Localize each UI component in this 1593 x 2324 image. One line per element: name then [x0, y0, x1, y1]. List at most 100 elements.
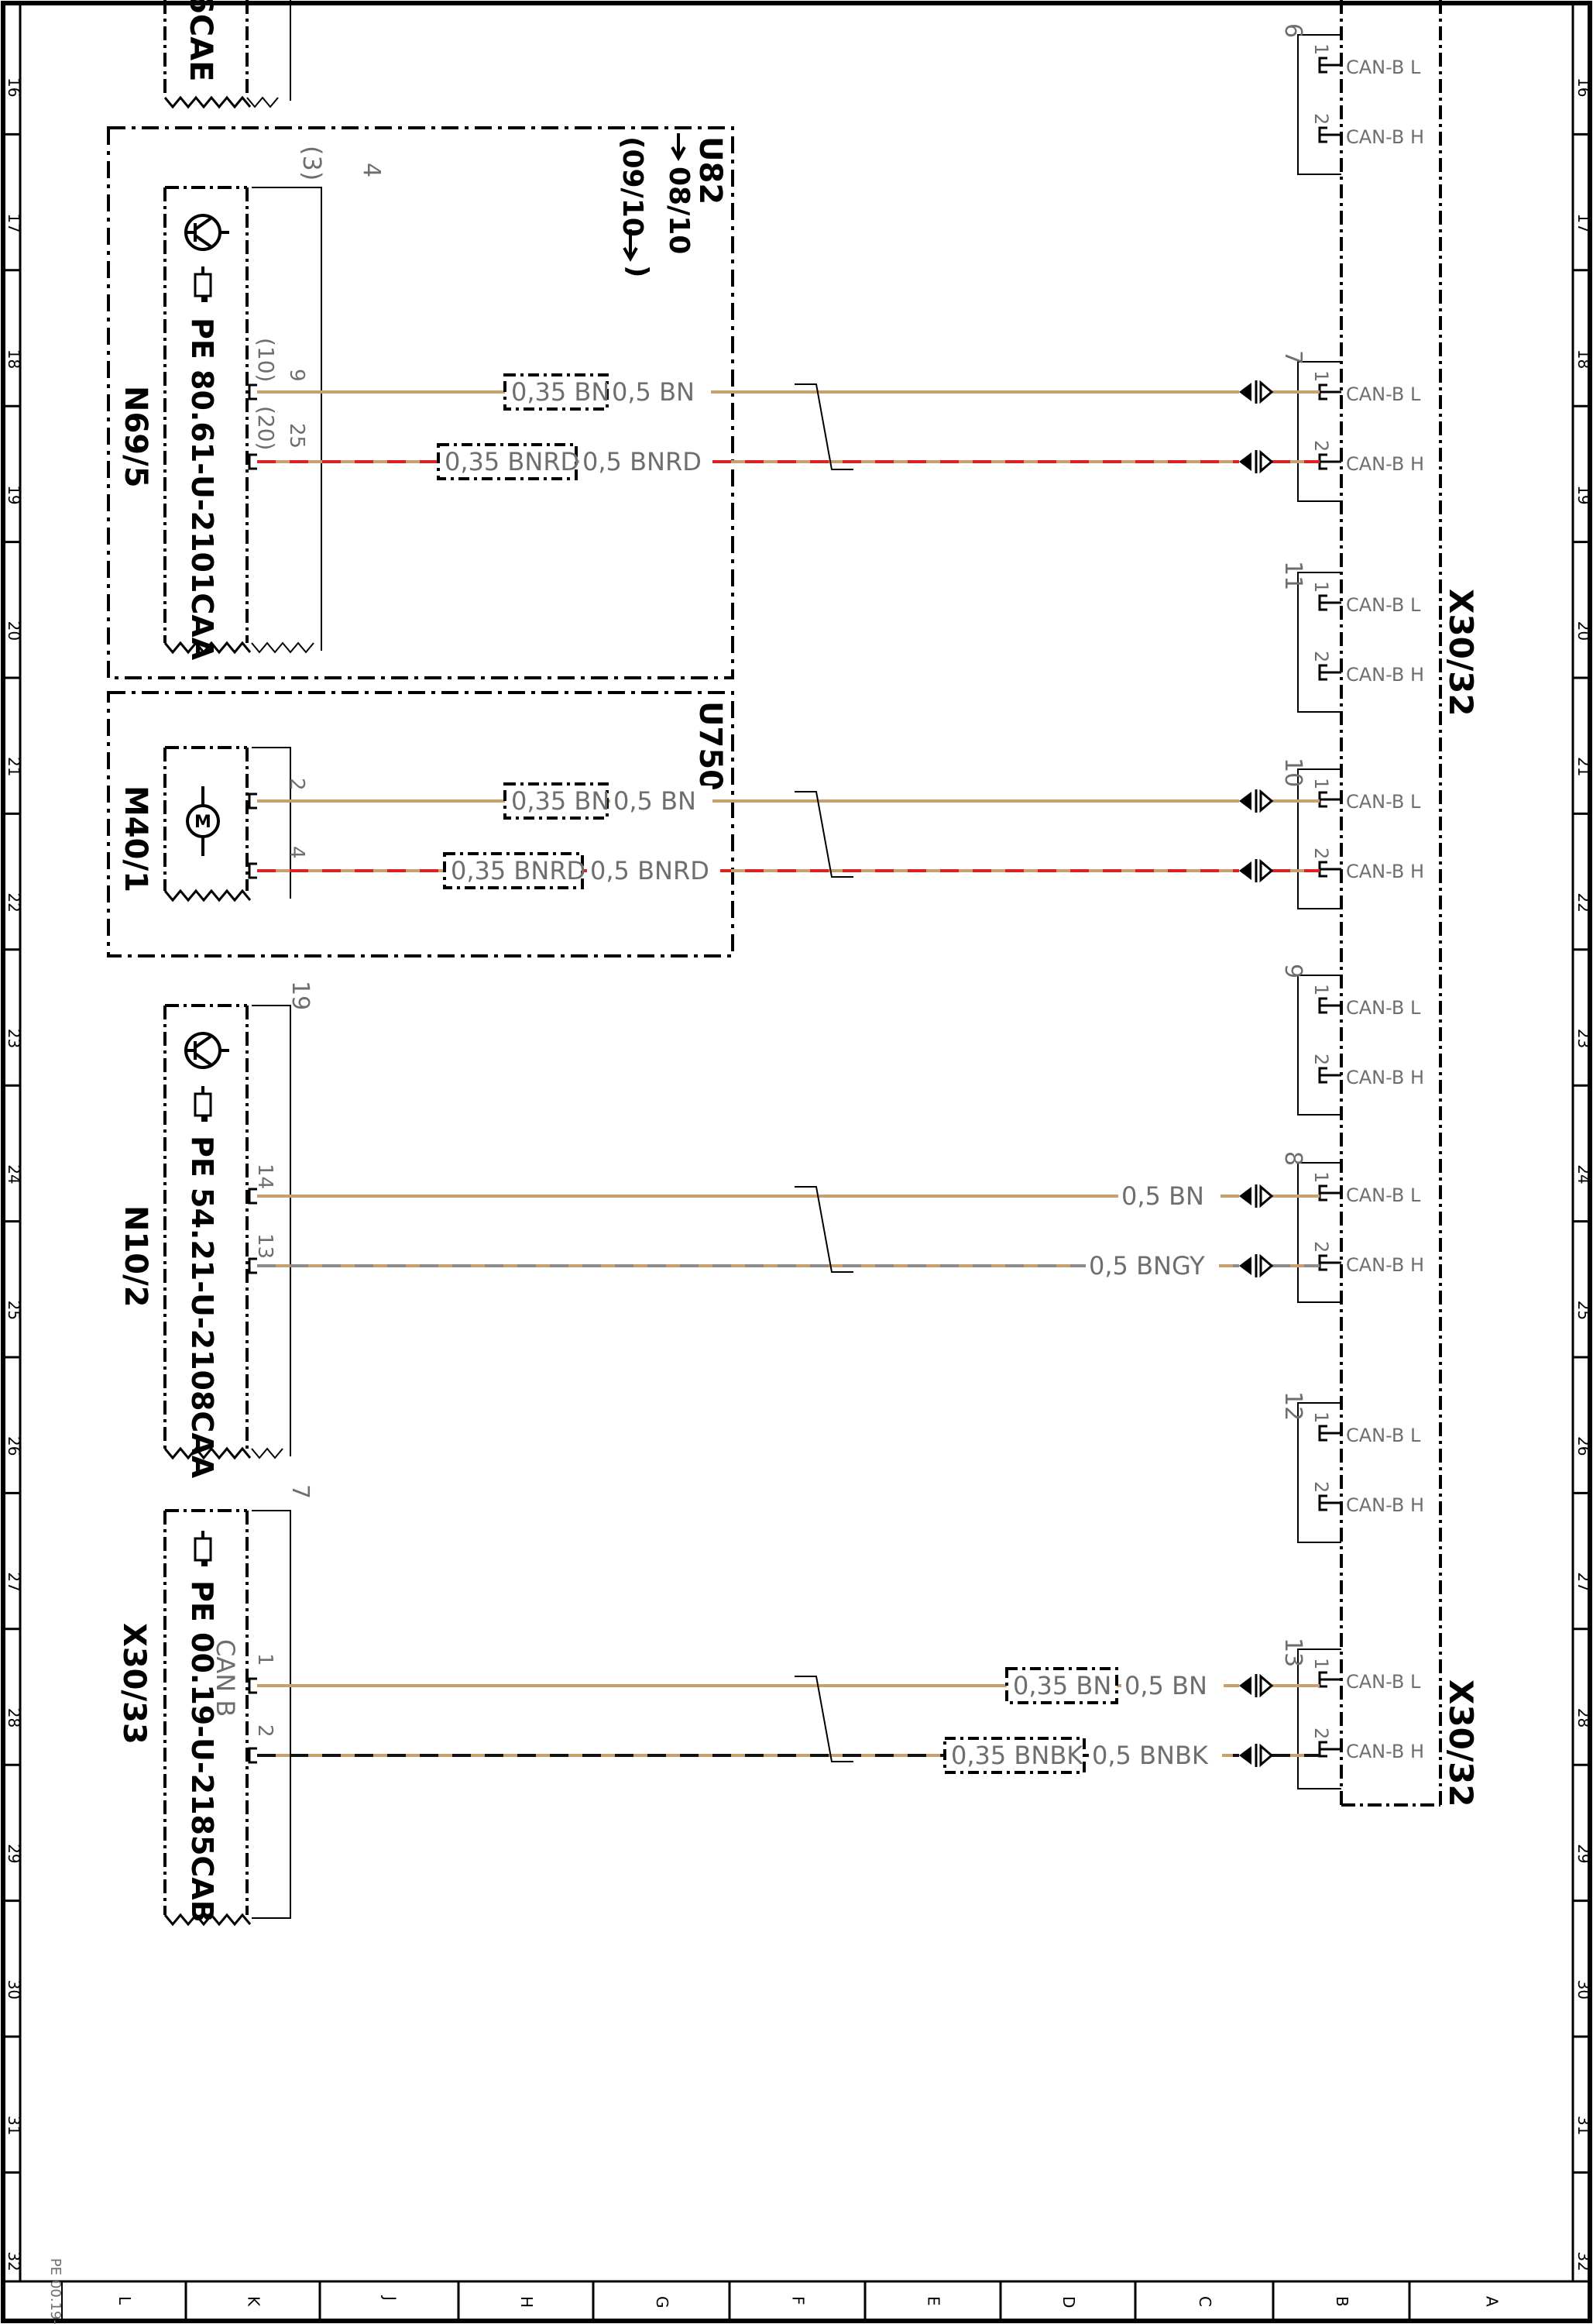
pin-bracket	[248, 453, 257, 470]
svg-text:M: M	[194, 813, 211, 832]
u750-label: U750	[692, 701, 728, 791]
row-number-right: 22	[1574, 892, 1593, 912]
x30-32-group-number: 11	[1279, 561, 1306, 590]
x30-32-pin-number: 1	[1310, 1658, 1332, 1669]
column-letter: G	[653, 2296, 671, 2309]
wire-spec-box	[443, 852, 584, 889]
connector-plug-icon	[1239, 1184, 1274, 1208]
x30-32-signal-label: CAN-B L	[1346, 791, 1421, 813]
column-letter: B	[1333, 2296, 1351, 2307]
connector-plug-icon	[1239, 858, 1274, 883]
m40-1-pin-4: 4	[285, 846, 308, 859]
n69-5-pin-9: 9	[285, 369, 308, 382]
row-number-left: 32	[5, 2251, 23, 2271]
connector-plug-icon	[1239, 789, 1274, 813]
row-number-right: 25	[1574, 1301, 1593, 1320]
x30-32-pin-number: 2	[1310, 1728, 1332, 1739]
x30-32-group-number: 8	[1279, 1151, 1306, 1166]
x30-32-group-number: 13	[1279, 1638, 1306, 1667]
m40-1-component: M M40/1 2 4	[118, 746, 308, 902]
hand-pointer-icon	[194, 1531, 212, 1566]
x30-32-pin-number: 2	[1310, 651, 1332, 662]
x30-32-pin-number: 1	[1310, 1171, 1332, 1183]
column-letter: L	[115, 2296, 134, 2305]
wire-inner-spec: 0,35 BN	[511, 377, 609, 407]
wire-spec-box	[1005, 1667, 1118, 1704]
pin-bracket	[248, 1257, 257, 1274]
row-number-left: 24	[5, 1164, 23, 1184]
connector-plug-icon	[1239, 1673, 1274, 1698]
wire-outer-spec: 0,5 BN	[1124, 1671, 1207, 1700]
n69-5-pin-9-alt: (10)	[253, 338, 279, 382]
column-letter: D	[1059, 2296, 1078, 2308]
svg-text:): )	[622, 265, 654, 277]
n10-2-pin-14: 14	[253, 1164, 276, 1189]
row-number-right: 32	[1574, 2251, 1593, 2271]
top-box-label: 6CAE	[183, 0, 218, 81]
x30-32-group-number: 12	[1279, 1391, 1306, 1421]
column-tick-marks	[184, 2281, 1411, 2321]
x30-33-pin-1: 1	[253, 1653, 276, 1666]
row-number-left: 28	[5, 1708, 23, 1728]
row-number-right: 17	[1574, 213, 1593, 232]
n10-2-component: PE 54.21-U-2108CAA N10/2 19 14 13	[118, 981, 314, 1479]
x30-32-pin-number: 2	[1310, 440, 1332, 452]
row-number-right: 30	[1574, 1980, 1593, 1999]
x30-32-signal-label: CAN-B L	[1346, 997, 1421, 1019]
wire-outer-spec: 0,5 BN	[1121, 1181, 1204, 1211]
n10-2-doc: PE 54.21-U-2108CAA	[185, 1136, 219, 1479]
wire-inner-spec: 0,35 BN	[1013, 1671, 1111, 1700]
m40-1-label: M40/1	[118, 786, 153, 892]
row-number-left: 27	[5, 1572, 23, 1591]
x30-32-signal-label: CAN-B L	[1346, 1184, 1421, 1206]
x30-32-signal-label: CAN-B H	[1346, 1741, 1424, 1762]
x30-32-pin-number: 1	[1310, 984, 1332, 995]
n69-5-pin-25-alt: (20)	[253, 406, 279, 450]
row-number-right: 27	[1574, 1572, 1593, 1591]
x30-32-signal-label: CAN-B L	[1346, 1671, 1421, 1693]
n10-2-connector: 19	[287, 981, 314, 1010]
x30-32-signal-label: CAN-B H	[1346, 453, 1424, 475]
wire: 0,35 BN 0,5 BN	[248, 1667, 1320, 1704]
row-number-right: 29	[1574, 1844, 1593, 1863]
x30-32-signal-label: CAN-B H	[1346, 1067, 1424, 1088]
x30-32-pin-number: 2	[1310, 847, 1332, 859]
wire-outer-spec: 0,5 BNGY	[1089, 1251, 1205, 1281]
connector-plug-icon	[1239, 1253, 1274, 1278]
wire-outer-spec: 0,5 BN	[612, 377, 695, 407]
u82-module: U82 08/10 (09/10 )	[107, 126, 734, 679]
row-number-left: 18	[5, 349, 23, 369]
drawing-id: PE 00.19-U-2185-99CAA	[47, 2258, 64, 2324]
x30-32-group-number: 10	[1279, 758, 1306, 787]
n10-2-pin-13: 13	[253, 1233, 276, 1259]
x30-33-connector: 7	[287, 1484, 314, 1499]
wire-spec-box	[503, 782, 609, 820]
wire: 0,5 BNGY	[248, 1250, 1320, 1281]
x30-32-signal-label: CAN-B H	[1346, 1254, 1424, 1276]
row-number-right: 31	[1574, 2116, 1593, 2135]
wire-spec-box	[503, 373, 609, 411]
row-number-left: 29	[5, 1844, 23, 1863]
x30-32-signal-label: CAN-B H	[1346, 664, 1424, 686]
column-letter: C	[1196, 2296, 1214, 2307]
n69-5-label: N69/5	[118, 386, 153, 488]
row-number-right: 16	[1574, 77, 1593, 97]
wire-inner-spec: 0,35 BNBK	[951, 1741, 1083, 1770]
x30-32-pin-number: 2	[1310, 1481, 1332, 1493]
wire-outer-spec: 0,5 BNRD	[582, 447, 702, 476]
row-number-left: 31	[5, 2116, 23, 2135]
n10-2-label: N10/2	[118, 1205, 153, 1308]
u750-module: U750 M M40/1 2 4	[107, 691, 734, 957]
pin-bracket	[248, 1188, 257, 1205]
wire-spec-box	[437, 443, 578, 480]
wire-inner-spec: 0,35 BNRD	[451, 856, 585, 885]
